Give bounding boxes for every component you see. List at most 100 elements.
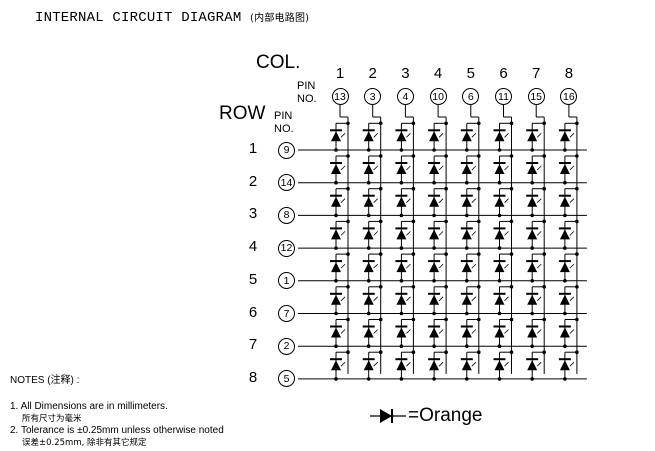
led-r1-c2 — [363, 131, 374, 142]
emission-arrow — [569, 231, 575, 236]
junction-dot — [465, 246, 469, 250]
junction-dot — [563, 246, 567, 250]
emission-arrow — [406, 231, 411, 236]
led-r4-c2 — [363, 229, 374, 240]
junction-dot — [575, 186, 579, 191]
junction-dot — [530, 279, 534, 283]
note-2-en: 2. Tolerance is ±0.25mm unless otherwise… — [10, 425, 224, 436]
junction-dot — [575, 285, 579, 289]
note-1-cn: 所有尺寸为毫米 — [22, 414, 82, 424]
junction-dot — [411, 350, 416, 355]
junction-dot — [509, 154, 514, 158]
junction-dot — [399, 148, 404, 152]
led-r2-c8 — [559, 164, 570, 174]
junction-dot — [497, 246, 502, 250]
emission-arrow — [438, 329, 444, 334]
led-r6-c6 — [494, 294, 505, 305]
junction-dot — [465, 377, 469, 381]
junction-dot — [477, 350, 481, 355]
junction-dot — [444, 186, 448, 191]
junction-dot — [477, 317, 481, 322]
col-number-8: 8 — [564, 65, 574, 82]
emission-arrow — [373, 263, 378, 269]
led-r2-c5 — [461, 164, 472, 174]
led-r1-c3 — [396, 131, 407, 142]
junction-dot — [542, 154, 546, 158]
junction-dot — [378, 154, 383, 158]
junction-dot — [542, 252, 546, 256]
junction-dot — [497, 344, 502, 349]
led-r8-c3 — [396, 360, 407, 371]
led-r5-c8 — [559, 262, 570, 273]
col-pin-11: 11 — [495, 88, 512, 105]
col-number-2: 2 — [368, 65, 377, 82]
junction-dot — [411, 285, 416, 289]
row-number-7: 7 — [248, 336, 258, 354]
junction-dot — [530, 377, 534, 381]
led-r6-c8 — [559, 294, 570, 305]
junction-dot — [575, 252, 579, 256]
junction-dot — [432, 180, 436, 185]
emission-arrow — [406, 296, 411, 302]
junction-dot — [465, 344, 469, 349]
junction-dot — [477, 154, 481, 158]
junction-dot — [444, 285, 448, 289]
junction-dot — [530, 148, 534, 152]
emission-arrow — [406, 133, 411, 138]
led-r7-c5 — [461, 327, 472, 338]
emission-arrow — [340, 231, 346, 236]
col-number-6: 6 — [499, 65, 508, 82]
junction-dot — [542, 317, 546, 322]
junction-dot — [399, 279, 404, 283]
led-r1-c6 — [494, 131, 505, 142]
junction-dot — [346, 350, 350, 355]
led-r1-c8 — [559, 131, 570, 142]
junction-dot — [411, 252, 416, 256]
led-r3-c6 — [494, 196, 505, 207]
emission-arrow — [504, 165, 509, 171]
emission-arrow — [340, 361, 346, 367]
emission-arrow — [438, 231, 444, 236]
emission-arrow — [340, 198, 346, 203]
led-r7-c6 — [494, 327, 505, 338]
junction-dot — [346, 121, 350, 126]
junction-dot — [378, 285, 383, 289]
emission-arrow — [340, 329, 346, 334]
junction-dot — [465, 213, 469, 218]
junction-dot — [477, 121, 481, 126]
led-r7-c3 — [396, 327, 407, 338]
junction-dot — [334, 279, 338, 283]
led-r6-c7 — [527, 294, 538, 305]
row-pin-7: 7 — [278, 305, 295, 322]
led-r2-c7 — [527, 164, 538, 174]
emission-arrow — [340, 263, 346, 269]
emission-arrow — [536, 165, 542, 171]
led-r7-c1 — [331, 327, 341, 338]
legend: =Orange — [370, 405, 482, 427]
led-r8-c5 — [461, 360, 472, 371]
led-r4-c4 — [429, 229, 440, 240]
junction-dot — [477, 219, 481, 224]
junction-dot — [334, 213, 338, 218]
emission-arrow — [471, 361, 477, 367]
emission-arrow — [536, 133, 542, 138]
junction-dot — [542, 186, 546, 191]
emission-arrow — [471, 231, 477, 236]
junction-dot — [399, 213, 404, 218]
notes-heading: NOTES (注释) : — [10, 375, 80, 386]
row-pin-1: 1 — [278, 272, 295, 290]
led-r4-c3 — [396, 229, 407, 240]
diagram-title: INTERNAL CIRCUIT DIAGRAM (内部电路图) — [35, 9, 309, 26]
led-r7-c2 — [363, 327, 374, 338]
junction-dot — [432, 148, 436, 152]
led-r8-c6 — [494, 360, 505, 371]
junction-dot — [399, 180, 404, 185]
junction-dot — [575, 219, 579, 224]
led-r6-c4 — [429, 294, 440, 305]
junction-dot — [542, 285, 546, 289]
row-pin-9: 9 — [278, 141, 295, 159]
emission-arrow — [504, 329, 509, 334]
led-r1-c1 — [331, 131, 341, 142]
junction-dot — [366, 213, 371, 218]
col-pin-10: 10 — [429, 88, 447, 105]
